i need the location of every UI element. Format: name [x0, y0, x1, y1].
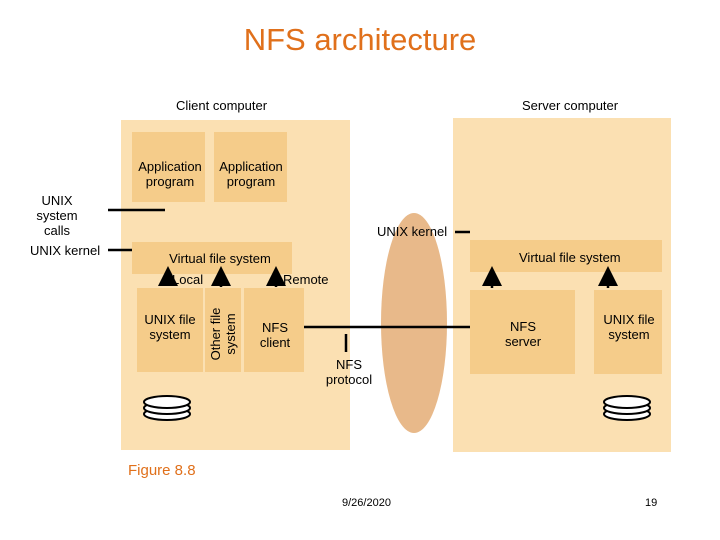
server-vfs-label: Virtual file system — [519, 250, 621, 265]
client-disk-icon — [143, 395, 191, 421]
figure-caption: Figure 8.8 — [128, 462, 196, 479]
footer-date: 9/26/2020 — [342, 497, 391, 509]
server-disk-icon — [603, 395, 651, 421]
client-unix-fs-label: UNIX file system — [144, 312, 196, 342]
nfs-protocol-label: NFS protocol — [325, 357, 373, 387]
nfs-client-block — [244, 288, 304, 372]
server-unix-fs-block — [594, 290, 662, 374]
client-computer-heading: Client computer — [176, 98, 268, 113]
application-program-label-2: Application program — [219, 159, 283, 189]
nfs-client-label: NFS client — [259, 320, 291, 350]
application-program-block-2 — [214, 132, 287, 202]
other-fs-label: Other file system — [208, 307, 238, 361]
application-program-label-1: Application program — [138, 159, 202, 189]
nfs-protocol-ellipse — [381, 213, 447, 433]
page-number: 19 — [645, 497, 658, 509]
unix-kernel-right-label: UNIX kernel — [377, 224, 448, 239]
server-vfs-block — [470, 240, 662, 272]
slide-title: NFS architecture — [243, 22, 477, 57]
client-unix-fs-block — [137, 288, 203, 372]
unix-system-calls-label: UNIX system calls — [36, 193, 78, 238]
nfs-server-block — [470, 290, 575, 374]
nfs-server-label: NFS server — [504, 319, 542, 349]
other-fs-block — [205, 288, 241, 372]
client-vfs-label: Virtual file system — [169, 251, 271, 266]
local-label: Local — [172, 272, 204, 287]
server-unix-fs-label: UNIX file system — [603, 312, 655, 342]
unix-kernel-left-label: UNIX kernel — [30, 243, 101, 258]
server-computer-heading: Server computer — [522, 98, 619, 113]
application-program-block-1 — [132, 132, 205, 202]
remote-label: Remote — [283, 272, 329, 287]
